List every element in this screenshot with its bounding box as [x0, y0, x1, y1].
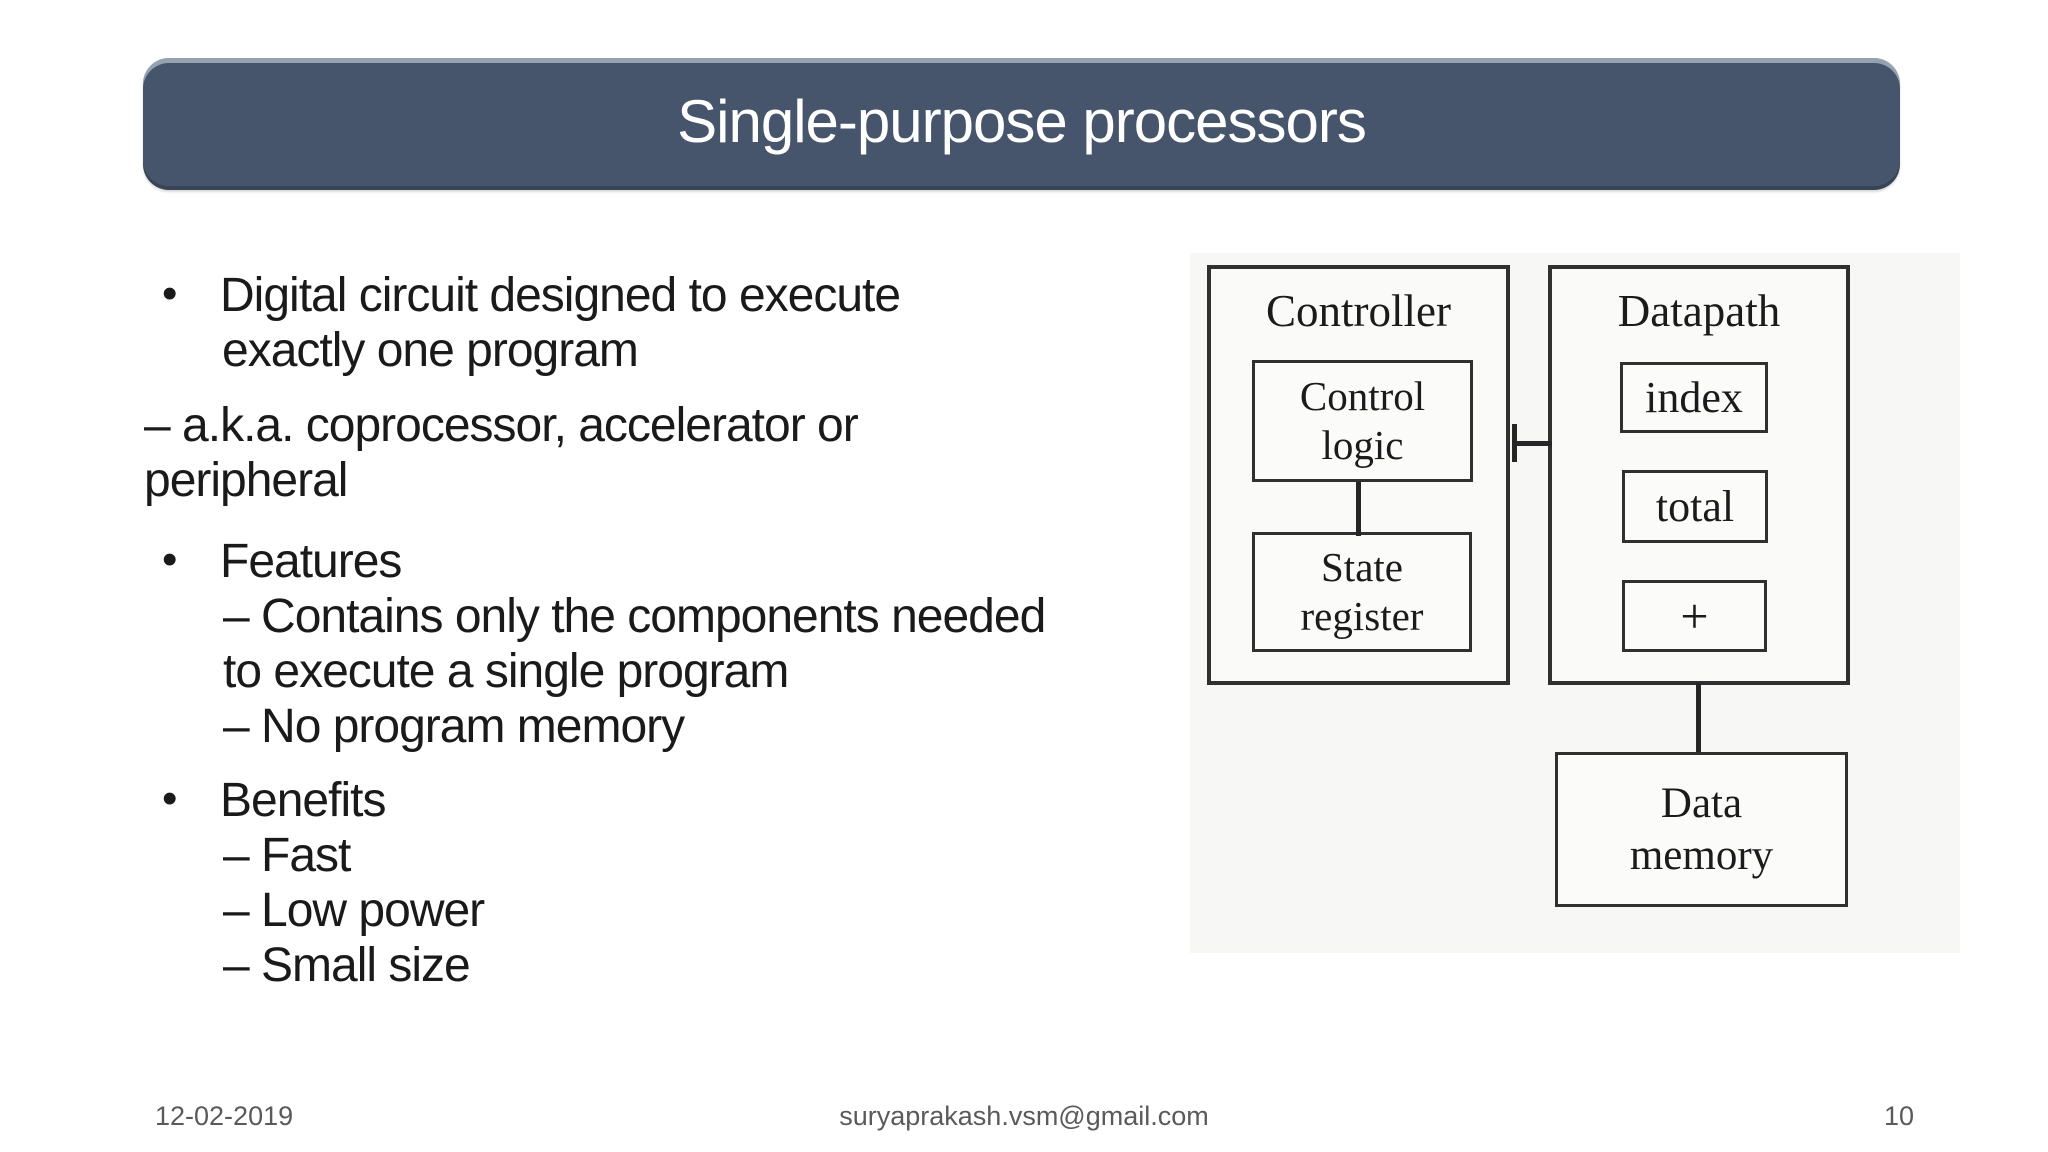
bullet-text: Digital circuit designed to execute [220, 269, 901, 322]
index-register-box: index [1620, 362, 1768, 433]
bullet-line: • Features [144, 534, 1124, 589]
bullet-text: – Low power [223, 884, 485, 937]
footer-date: 12-02-2019 [155, 1101, 294, 1131]
bullet-text: – Contains only the components needed [223, 590, 1046, 643]
bullet-text: Benefits [220, 774, 386, 827]
control-logic-label: Control logic [1299, 373, 1426, 468]
data-memory-label: Data memory [1629, 779, 1774, 879]
data-memory-box: Data memory [1555, 752, 1848, 907]
bullet-line: – Fast [144, 828, 1124, 883]
footer-email: suryaprakash.vsm@gmail.com [839, 1101, 1209, 1131]
bullet-line: peripheral [144, 453, 1124, 508]
bullet-line: – No program memory [144, 699, 1124, 754]
bullet-line: exactly one program [144, 323, 1124, 378]
bullet-line: – a.k.a. coprocessor, accelerator or [144, 398, 1124, 453]
processor-block-diagram: Controller Control logic State register … [1190, 253, 1960, 953]
control-to-state-connector [1356, 482, 1361, 536]
footer-page-number: 10 [1883, 1101, 1914, 1131]
bullet-glyph: • [162, 535, 177, 584]
total-label: total [1655, 482, 1735, 531]
bullet-text: peripheral [144, 454, 348, 507]
total-register-box: total [1622, 470, 1768, 543]
adder-label: + [1680, 588, 1709, 644]
state-register-box: State register [1252, 532, 1472, 652]
bullet-line: – Small size [144, 938, 1124, 993]
bullet-text: to execute a single program [223, 645, 789, 698]
control-logic-box: Control logic [1252, 360, 1473, 482]
bullet-text: – a.k.a. coprocessor, accelerator or [144, 399, 859, 452]
slide-title: Single-purpose processors [677, 88, 1367, 155]
controller-datapath-connector [1512, 441, 1552, 446]
bullet-list: • Digital circuit designed to execute exa… [144, 268, 1124, 993]
bullet-line: • Benefits [144, 773, 1124, 828]
index-label: index [1645, 373, 1743, 422]
bullet-text: Features [220, 535, 402, 588]
adder-box: + [1622, 580, 1767, 652]
datapath-to-memory-connector [1696, 683, 1701, 754]
bullet-line: to execute a single program [144, 644, 1124, 699]
bullet-glyph: • [162, 774, 177, 823]
slide-title-bar: Single-purpose processors [143, 58, 1900, 190]
state-register-label: State register [1300, 544, 1424, 639]
bullet-glyph: • [162, 269, 177, 318]
bullet-line: • Digital circuit designed to execute [144, 268, 1124, 323]
bullet-text: exactly one program [222, 324, 639, 377]
controller-label: Controller [1266, 286, 1451, 336]
bullet-line: – Low power [144, 883, 1124, 938]
bullet-text: – Fast [223, 829, 351, 882]
bullet-text: – No program memory [223, 700, 685, 753]
datapath-label: Datapath [1617, 286, 1781, 336]
bullet-text: – Small size [223, 939, 471, 992]
bullet-line: – Contains only the components needed [144, 589, 1124, 644]
